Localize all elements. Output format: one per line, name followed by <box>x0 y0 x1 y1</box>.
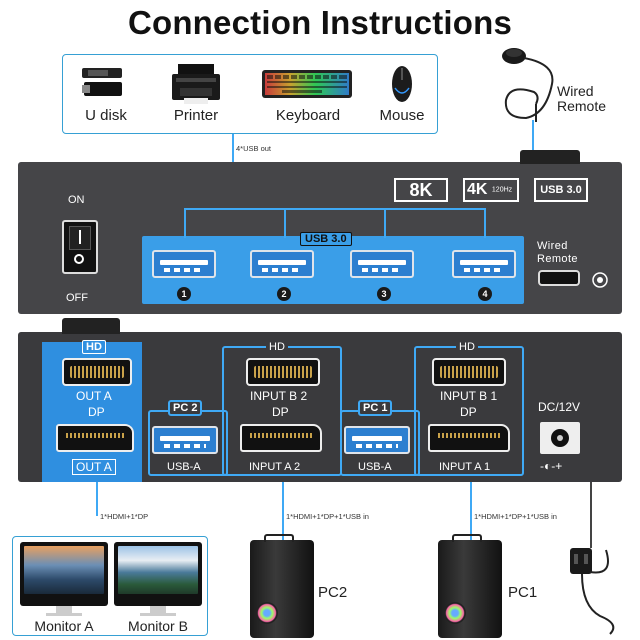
peripheral-label-udisk: U disk <box>85 107 127 124</box>
input-b2-label: INPUT B 2 <box>250 389 308 403</box>
remote-port[interactable] <box>538 270 580 286</box>
dc-label: DC/12V <box>538 400 581 414</box>
power-cable-line <box>590 482 592 548</box>
badge-8k: 8K <box>394 178 448 202</box>
monitor-a-base <box>46 613 82 616</box>
input-b1-hdmi-port[interactable] <box>432 358 506 386</box>
usb-port-number: 3 <box>377 287 391 301</box>
pc2-label-bottom: PC2 <box>318 584 348 601</box>
wired-remote-label-front: Wired Remote <box>537 240 578 265</box>
usb-port-number: 4 <box>478 287 492 301</box>
front-panel-bump <box>520 150 580 164</box>
usb-bus-line <box>184 208 486 210</box>
out-a-dp-port[interactable] <box>56 424 134 452</box>
input-a1-dp-label: DP <box>460 405 477 419</box>
pc2-usb-port[interactable] <box>152 426 218 454</box>
peripheral-label-mouse: Mouse <box>379 107 425 124</box>
power-on-label: ON <box>68 194 85 206</box>
pc1-label: PC 1 <box>358 400 393 416</box>
pc1-usb-port[interactable] <box>344 426 410 454</box>
pc1-label-bottom: PC1 <box>508 584 538 601</box>
usb-drive-icon <box>80 64 126 98</box>
usb-port-2[interactable] <box>250 250 314 278</box>
peripherals-box <box>62 54 438 134</box>
usb-drop-1 <box>184 208 186 238</box>
dc-jack[interactable] <box>540 422 580 454</box>
printer-icon <box>170 62 222 106</box>
power-switch[interactable] <box>62 220 98 274</box>
pc1-usba-label: USB-A <box>355 461 395 473</box>
monitor-cable-line <box>96 482 98 516</box>
wired-remote-label-top: Wired Remote <box>557 83 607 114</box>
badge-120hz-text: 120Hz <box>491 186 513 194</box>
pc1-hd-label: HD <box>456 341 478 353</box>
monitor-b-label: Monitor B <box>128 618 188 634</box>
usb-port-3[interactable] <box>350 250 414 278</box>
pc1-tower-icon <box>438 534 502 638</box>
back-panel-bump <box>62 318 120 334</box>
input-b2-hdmi-port[interactable] <box>246 358 320 386</box>
peripheral-label-printer: Printer <box>173 107 219 124</box>
usb-drop-3 <box>384 208 386 238</box>
usb-drop-4 <box>484 208 486 238</box>
usb-port-1[interactable] <box>152 250 216 278</box>
usb-port-4[interactable] <box>452 250 516 278</box>
pc1-cable-note: 1*HDMI+1*DP+1*USB in <box>474 512 557 521</box>
pc2-usba-label: USB-A <box>164 461 204 473</box>
out-a-dp-label: DP <box>88 405 105 419</box>
usb-strip-label: USB 3.0 <box>300 232 352 246</box>
badge-4k-text: 4K <box>467 181 488 198</box>
input-a2-dp-label: DP <box>272 405 289 419</box>
pc2-cable-note: 1*HDMI+1*DP+1*USB in <box>286 512 369 521</box>
badge-usb3: USB 3.0 <box>534 178 588 202</box>
out-a-label: OUT A <box>76 389 112 403</box>
out-a-hdmi-port[interactable] <box>62 358 132 386</box>
monitor-b-icon <box>114 542 202 606</box>
remote-jack-icon <box>590 270 610 290</box>
monitor-b-stand <box>150 606 166 614</box>
keyboard-icon <box>262 66 352 100</box>
monitor-a-stand <box>56 606 72 614</box>
usb-out-note: 4*USB out <box>236 144 272 153</box>
pc2-hd-label: HD <box>266 341 288 353</box>
power-adapter-icon <box>562 546 632 638</box>
usb-port-number: 2 <box>277 287 291 301</box>
input-b1-label: INPUT B 1 <box>440 389 498 403</box>
peripheral-label-keyboard: Keyboard <box>275 107 341 124</box>
input-a2-dp-port[interactable] <box>240 424 322 452</box>
usb-drop-2 <box>284 208 286 238</box>
mouse-icon <box>390 62 414 104</box>
pc2-label: PC 2 <box>168 400 203 416</box>
monitor-b-base <box>140 613 176 616</box>
badge-4k: 4K 120Hz <box>463 178 519 202</box>
pc2-cable-line <box>282 482 284 540</box>
wired-remote-icon <box>496 44 560 124</box>
out-a-label-bottom: OUT A <box>72 459 116 475</box>
power-off-label: OFF <box>66 292 88 304</box>
pc2-tower-icon <box>250 534 314 638</box>
input-a1-label: INPUT A 1 <box>436 461 494 473</box>
page-title: Connection Instructions <box>127 4 513 41</box>
dc-polarity-symbol: -◐-+ <box>540 459 563 473</box>
input-a2-label: INPUT A 2 <box>246 461 304 473</box>
usb-port-number: 1 <box>177 287 191 301</box>
monitor-a-label: Monitor A <box>34 618 94 634</box>
monitor-a-icon <box>20 542 108 606</box>
monitor-cable-note: 1*HDMI+1*DP <box>100 512 149 521</box>
out-a-hd-label: HD <box>82 340 106 354</box>
input-a1-dp-port[interactable] <box>428 424 510 452</box>
pc1-cable-line <box>470 482 472 540</box>
